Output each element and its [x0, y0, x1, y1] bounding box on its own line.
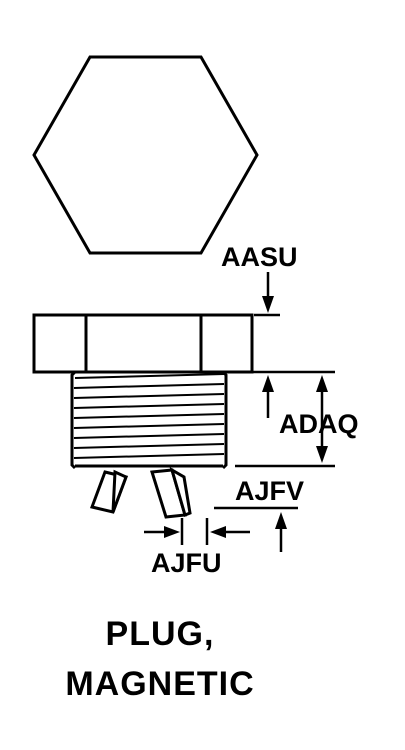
- ajfu-dimension: [144, 518, 250, 545]
- aasu-label: AASU: [221, 242, 298, 272]
- caption-line-2: MAGNETIC: [65, 665, 255, 703]
- ajfu-label: AJFU: [151, 548, 222, 578]
- adaq-label: ADAQ: [279, 409, 359, 439]
- caption-line-1: PLUG,: [105, 615, 215, 653]
- hex-head-side-view: [32, 313, 254, 374]
- adaq-dimension: [235, 370, 335, 468]
- threaded-body: [70, 370, 228, 470]
- hex-end-view: [32, 55, 259, 255]
- ajfv-dimension: [214, 506, 298, 552]
- ajfv-label: AJFV: [235, 476, 304, 506]
- aasu-dimension: [254, 272, 280, 317]
- magnet-legs: [90, 466, 192, 519]
